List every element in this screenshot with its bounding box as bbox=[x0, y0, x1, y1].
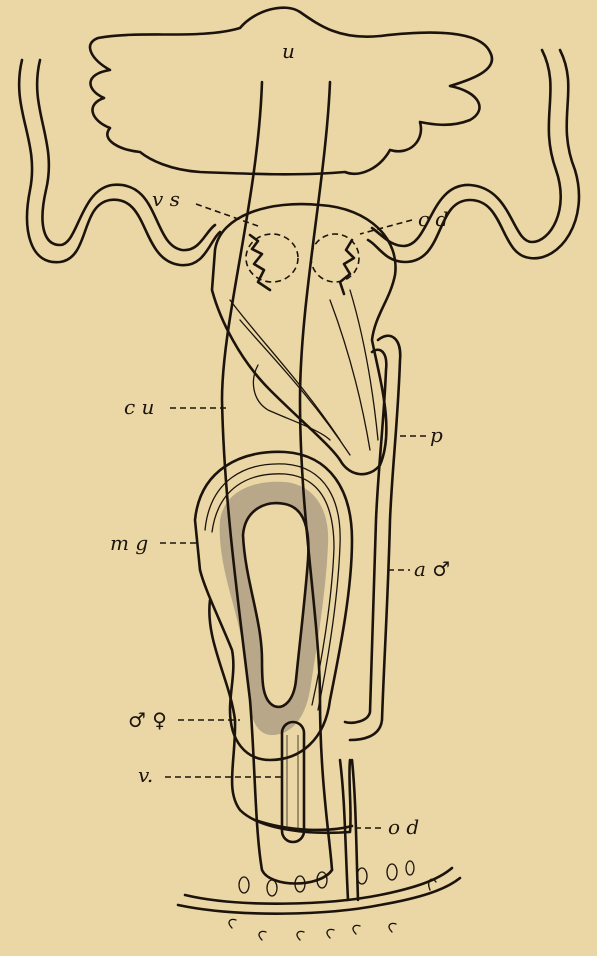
label-mg: m g bbox=[110, 531, 148, 555]
left-membrane-inner bbox=[37, 60, 215, 250]
leader-cd bbox=[360, 220, 412, 234]
vagina-stipple-line bbox=[287, 735, 298, 830]
label-v: v. bbox=[138, 763, 153, 787]
label-od: o d bbox=[388, 815, 419, 839]
label-cd: c d bbox=[418, 207, 448, 231]
label-p: p bbox=[430, 423, 443, 447]
label-cu: c u bbox=[124, 395, 154, 419]
label-male-female: ♂ ♀ bbox=[128, 708, 167, 732]
right-membrane-outer bbox=[368, 50, 579, 262]
label-u: u bbox=[282, 39, 295, 63]
uterus-outline bbox=[90, 8, 492, 175]
vesicle-striation-2 bbox=[240, 320, 350, 455]
base-membrane-outer bbox=[178, 878, 460, 914]
vesicle-jagged-edge-right bbox=[340, 240, 354, 294]
label-vs: v s bbox=[152, 187, 180, 211]
vagina-structure bbox=[282, 722, 304, 842]
label-a-male: a ♂ bbox=[414, 557, 450, 581]
vesicle-left-chamber bbox=[246, 234, 298, 282]
vesicle-striation-3 bbox=[330, 300, 370, 450]
oviduct bbox=[340, 760, 348, 900]
